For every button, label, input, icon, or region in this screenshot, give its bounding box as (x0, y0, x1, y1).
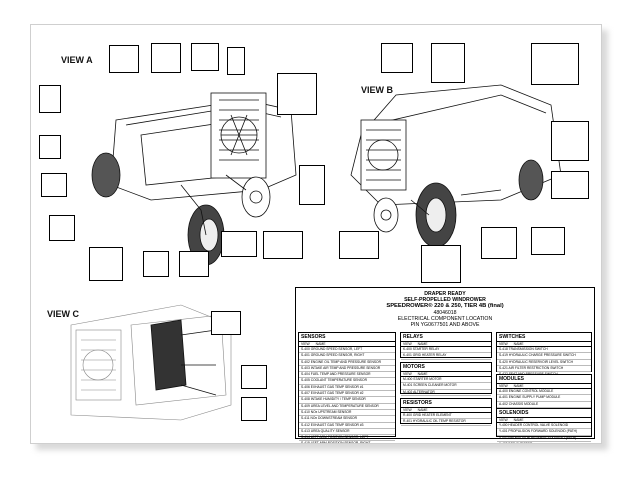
legend-row: S-407 EXHAUST GAS TEMP SENSOR #2 (299, 391, 395, 398)
legend-row: A-401 ENGINE SUPPLY PUMP MODULE (497, 395, 591, 402)
callout-thumbnail (531, 43, 579, 85)
legend-row: S-405 COOLANT TEMPERATURE SENSOR (299, 378, 395, 385)
view-b-label: VIEW B (361, 85, 394, 95)
callout-thumbnail (151, 43, 181, 73)
callout-thumbnail (551, 171, 589, 199)
motors-title: MOTORS (401, 363, 491, 372)
modules-title: MODULES (497, 375, 591, 384)
callout-thumbnail (49, 215, 75, 241)
legend-row: Y-403 DEF INJECTOR (497, 442, 591, 443)
legend-row: Y-400 HEADER CONTROL VALVE SOLENOID (497, 423, 591, 430)
title-line-1: DRAPER READY (424, 291, 466, 297)
callout-thumbnail (421, 245, 461, 283)
callout-thumbnail (109, 45, 139, 73)
legend-row: S-401 GROUND SPEED SENSOR, RIGHT (299, 353, 395, 360)
legend-row: R-401 HYDRAULIC OIL TEMP RESISTOR (401, 419, 491, 426)
legend-row: S-403 INTAKE AIR TEMP AND PRESSURE SENSO… (299, 366, 395, 373)
callout-thumbnail (339, 231, 379, 259)
legend-row: A-402 CHASSIS MODULE (497, 402, 591, 408)
relays-title: RELAYS (401, 333, 491, 342)
legend-row: Y-401 PROPULSION FORWARD SOLENOID (PATH) (497, 429, 591, 436)
title-line-3: SPEEDROWER® 220 & 250, TIER 4B (final) (386, 303, 504, 310)
legend-row: S-414 LEFT ARM POSITION SENSOR, LEFT (299, 435, 395, 442)
callout-thumbnail (143, 251, 169, 277)
legend-row: M-401 SCREEN CLEANER MOTOR (401, 383, 491, 390)
legend-row: S-409 UREA LEVEL AND TEMPERATURE SENSOR (299, 404, 395, 410)
callout-thumbnail (277, 73, 317, 115)
callout-thumbnail (227, 47, 245, 75)
callout-thumbnail (241, 397, 267, 421)
title-block: DRAPER READY SELF-PROPELLED WINDROWER SP… (296, 288, 594, 328)
legend-row: S-408 INTAKE HUMIDITY / TEMP SENSOR (299, 397, 395, 404)
callout-thumbnail (41, 173, 67, 197)
switches-title: SWITCHES (497, 333, 591, 342)
diagram-sheet: VIEW A VIEW B VIEW C DRAPER READY SELF-P… (30, 24, 602, 444)
component-legend: DRAPER READY SELF-PROPELLED WINDROWER SP… (295, 287, 595, 443)
legend-row: K-400 STARTER RELAY (401, 347, 491, 354)
resistors-title: RESISTORS (401, 399, 491, 408)
title-line-2: SELF-PROPELLED WINDROWER (404, 297, 486, 304)
callout-thumbnail (241, 365, 267, 389)
callout-thumbnail (179, 251, 209, 277)
legend-row: S-411 NOx DOWNSTREAM SENSOR (299, 416, 395, 423)
legend-row: S-420 HYDRAULIC RESERVOIR LEVEL SWITCH (497, 360, 591, 366)
legend-row: S-418 TRANSMISSION SWITCH (497, 347, 591, 354)
legend-row: S-421 AIR FILTER RESTRICTION SWITCH (497, 366, 591, 373)
legend-row: S-413 UREA QUALITY SENSOR (299, 429, 395, 436)
callout-thumbnail (39, 85, 61, 113)
title-line-5: ELECTRICAL COMPONENT LOCATION (397, 315, 493, 322)
solenoids-title: SOLENOIDS (497, 409, 591, 418)
callout-thumbnail (299, 165, 325, 205)
callout-thumbnail (551, 121, 589, 161)
legend-row: S-404 FUEL TEMP AND PRESSURE SENSOR (299, 372, 395, 379)
callout-thumbnail (531, 227, 565, 255)
legend-row: S-402 ENGINE OIL TEMP AND PRESSURE SENSO… (299, 360, 395, 366)
title-line-4: 48046018 (433, 309, 457, 316)
callout-thumbnail (481, 227, 517, 259)
legend-row: S-412 EXHAUST GAS TEMP SENSOR #3 (299, 423, 395, 429)
legend-row: S-406 EXHAUST GAS TEMP SENSOR #1 (299, 385, 395, 392)
legend-row: S-419 HYDRAULIC CHARGE PRESSURE SWITCH (497, 353, 591, 360)
legend-row: S-415 LEFT ARM POSITION SENSOR, RIGHT (299, 441, 395, 443)
legend-row: S-410 NOx UPSTREAM SENSOR (299, 410, 395, 417)
callout-thumbnail (89, 247, 123, 281)
sensors-title: SENSORS (299, 333, 395, 342)
legend-row: M-400 STARTER MOTOR (401, 377, 491, 384)
callout-thumbnail (431, 43, 465, 83)
legend-row: K-401 GRID HEATER RELAY (401, 353, 491, 360)
callout-thumbnail (191, 43, 219, 71)
legend-row: R-400 GRID HEATER ELEMENT (401, 413, 491, 420)
callout-thumbnail (211, 311, 241, 335)
view-a-label: VIEW A (61, 55, 93, 65)
callout-thumbnail (221, 231, 257, 257)
view-c-label: VIEW C (47, 309, 80, 319)
legend-row: M-402 ALTERNATOR (401, 390, 491, 396)
title-line-6: PIN YG0677501 AND ABOVE (410, 322, 480, 329)
legend-row: Y-402 PROPULSION REVERSE SOLENOID (PATH) (497, 436, 591, 442)
callout-thumbnail (263, 231, 303, 259)
legend-row: S-400 GROUND SPEED SENSOR, LEFT (299, 347, 395, 354)
legend-row: A-400 ENGINE CONTROL MODULE (497, 389, 591, 396)
callout-thumbnail (39, 135, 61, 159)
callout-thumbnail (381, 43, 413, 73)
